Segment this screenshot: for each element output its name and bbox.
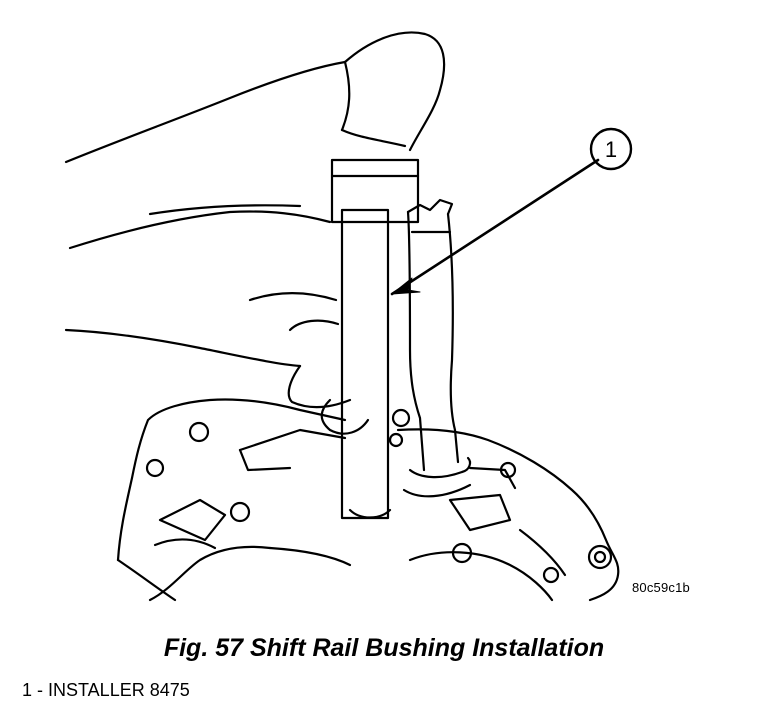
- figure-caption: Fig. 57 Shift Rail Bushing Installation: [163, 634, 605, 662]
- shift-rail: [402, 198, 472, 498]
- callout-circle: [589, 127, 633, 171]
- installer-tool: [330, 158, 420, 520]
- legend-item: 1 - INSTALLER 8475: [22, 680, 190, 700]
- transmission-case: [116, 398, 620, 602]
- callout-number: 1: [605, 137, 617, 162]
- callout-arrow: [390, 158, 600, 296]
- figure-id: 80c59c1b: [632, 580, 690, 595]
- hand: [64, 31, 446, 435]
- installation-illustration: 1: [64, 31, 633, 602]
